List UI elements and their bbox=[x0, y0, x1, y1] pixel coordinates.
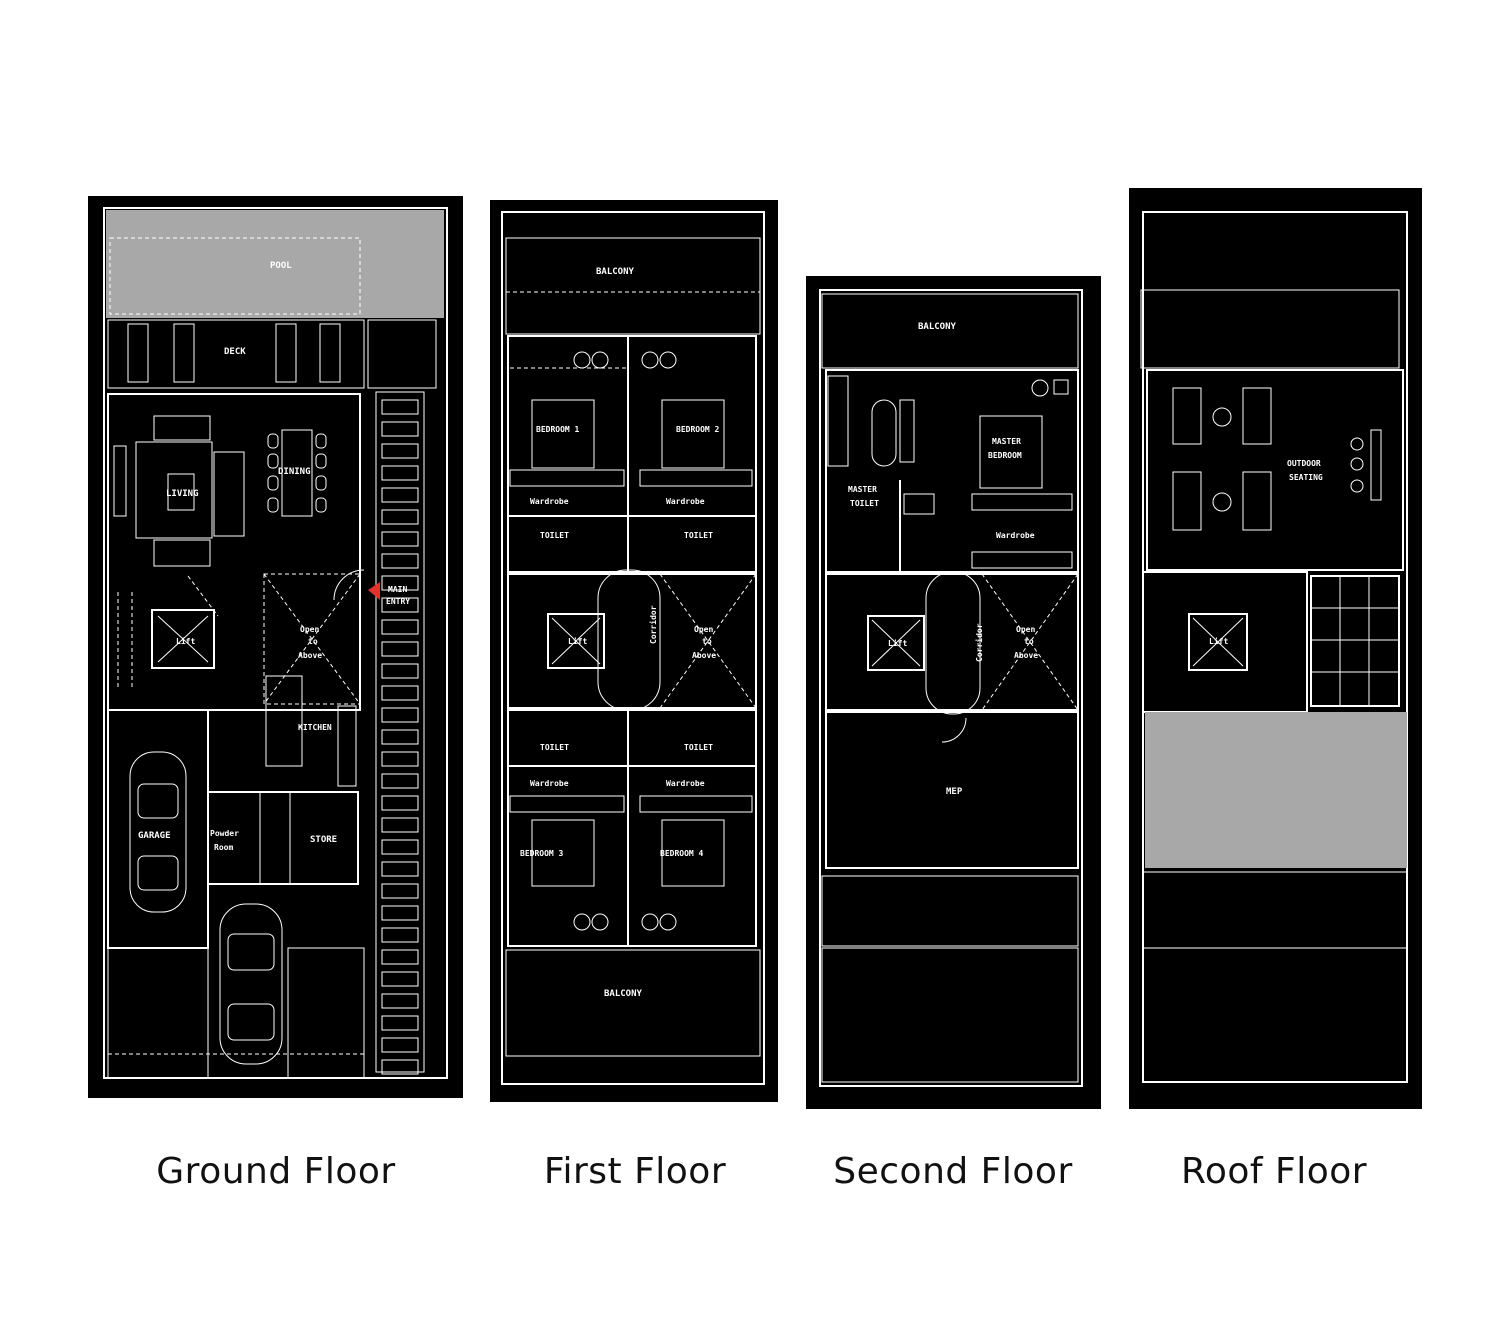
stair-step bbox=[381, 905, 419, 921]
stair-step bbox=[381, 685, 419, 701]
toilet4-label: TOILET bbox=[684, 743, 713, 752]
stair-step bbox=[381, 641, 419, 657]
stair-step bbox=[381, 1037, 419, 1053]
store-label: STORE bbox=[310, 835, 337, 845]
bedroom3-label: BEDROOM 3 bbox=[520, 849, 564, 858]
living-label: LIVING bbox=[166, 489, 199, 499]
stair-step bbox=[381, 927, 419, 943]
wardrobe1-label: Wardrobe bbox=[530, 497, 569, 506]
car-icon bbox=[219, 903, 283, 1065]
main-entry-label-1: MAIN bbox=[388, 585, 407, 594]
ground-open-3: Above bbox=[298, 651, 322, 660]
roof-floor-plan: OUTDOOR SEATING Lift bbox=[1129, 188, 1422, 1109]
stair-step bbox=[381, 795, 419, 811]
ground-lift-label: Lift bbox=[176, 636, 195, 646]
first-corridor-label: Corridor bbox=[648, 605, 658, 644]
stair-step bbox=[381, 883, 419, 899]
stair-step bbox=[381, 861, 419, 877]
stair-step bbox=[381, 839, 419, 855]
pool-label: POOL bbox=[270, 261, 292, 271]
second-open-2: to bbox=[1024, 637, 1034, 646]
deck-label: DECK bbox=[224, 347, 246, 357]
first-open-1: Open bbox=[694, 625, 713, 634]
master-toilet-label-1: MASTER bbox=[848, 485, 877, 494]
wardrobe3-label: Wardrobe bbox=[530, 779, 569, 788]
outdoor-label-2: SEATING bbox=[1289, 473, 1323, 482]
first-open-2: to bbox=[702, 637, 712, 646]
stair-step bbox=[381, 971, 419, 987]
stair-step bbox=[381, 949, 419, 965]
first-floor-caption: First Floor bbox=[543, 1151, 727, 1192]
stair-step bbox=[381, 751, 419, 767]
pool bbox=[106, 210, 444, 318]
toilet1-label: TOILET bbox=[540, 531, 569, 540]
stair-step bbox=[381, 509, 419, 525]
stair-step bbox=[381, 817, 419, 833]
second-corridor-label: Corridor bbox=[974, 623, 984, 662]
stair-step bbox=[381, 707, 419, 723]
kitchen-label: KITCHEN bbox=[298, 723, 332, 732]
stair-step bbox=[381, 773, 419, 789]
second-floor-caption: Second Floor bbox=[833, 1151, 1073, 1192]
stair-step bbox=[381, 619, 419, 635]
second-open-3: Above bbox=[1014, 651, 1038, 660]
stair-step bbox=[381, 1015, 419, 1031]
stair-step bbox=[381, 399, 419, 415]
garage-label: GARAGE bbox=[138, 831, 171, 841]
bedroom4-label: BEDROOM 4 bbox=[660, 849, 704, 858]
stair-step bbox=[381, 1059, 419, 1075]
stair-step bbox=[381, 663, 419, 679]
stair-step bbox=[381, 465, 419, 481]
stair-step bbox=[381, 993, 419, 1009]
stair-step bbox=[381, 575, 419, 591]
main-entry-arrow-icon bbox=[368, 582, 380, 600]
wardrobe4-label: Wardrobe bbox=[666, 779, 705, 788]
mep-label: MEP bbox=[946, 787, 963, 797]
car-icon bbox=[129, 751, 187, 913]
ground-floor-plan: POOL DECK LIVING DINING Lift Open to Abo… bbox=[88, 196, 463, 1098]
second-wardrobe-label: Wardrobe bbox=[996, 531, 1035, 540]
first-open-3: Above bbox=[692, 651, 716, 660]
first-floor-plan: BALCONY BEDROOM 1 BEDROOM 2 Wardrobe War… bbox=[490, 200, 778, 1102]
ground-open-2: to bbox=[308, 637, 318, 646]
wardrobe2-label: Wardrobe bbox=[666, 497, 705, 506]
stair-step bbox=[381, 729, 419, 745]
stair-step bbox=[381, 531, 419, 547]
dining-label: DINING bbox=[278, 467, 311, 477]
powder-label-2: Room bbox=[214, 843, 233, 852]
master-bedroom-label-2: BEDROOM bbox=[988, 451, 1022, 460]
bedroom2-label: BEDROOM 2 bbox=[676, 425, 720, 434]
toilet2-label: TOILET bbox=[684, 531, 713, 540]
outdoor-label-1: OUTDOOR bbox=[1287, 459, 1321, 468]
stair-step bbox=[381, 421, 419, 437]
powder-label-1: Powder bbox=[210, 829, 239, 838]
stair-step bbox=[381, 443, 419, 459]
stair-step bbox=[381, 487, 419, 503]
stair-step bbox=[381, 597, 419, 613]
ground-floor-caption: Ground Floor bbox=[156, 1151, 396, 1192]
stair-step bbox=[381, 553, 419, 569]
master-bedroom-label-1: MASTER bbox=[992, 437, 1021, 446]
bedroom1-label: BEDROOM 1 bbox=[536, 425, 580, 434]
roof-floor-caption: Roof Floor bbox=[1180, 1151, 1368, 1192]
second-open-1: Open bbox=[1016, 625, 1035, 634]
first-lift-label: Lift bbox=[568, 636, 587, 646]
toilet3-label: TOILET bbox=[540, 743, 569, 752]
second-balcony-label: BALCONY bbox=[918, 322, 957, 332]
roof-lift-label: Lift bbox=[1209, 636, 1228, 646]
balcony-bottom-label: BALCONY bbox=[604, 989, 643, 999]
second-floor-plan: BALCONY MASTER BEDROOM Wardrobe MASTER T… bbox=[806, 276, 1101, 1109]
outdoor-seating-furniture bbox=[1172, 387, 1382, 531]
second-lift-label: Lift bbox=[888, 638, 907, 648]
roof-deck bbox=[1145, 712, 1407, 868]
balcony-top-label: BALCONY bbox=[596, 267, 635, 277]
ground-open-1: Open bbox=[300, 625, 319, 634]
main-entry-label-2: ENTRY bbox=[386, 597, 410, 606]
master-toilet-label-2: TOILET bbox=[850, 499, 879, 508]
